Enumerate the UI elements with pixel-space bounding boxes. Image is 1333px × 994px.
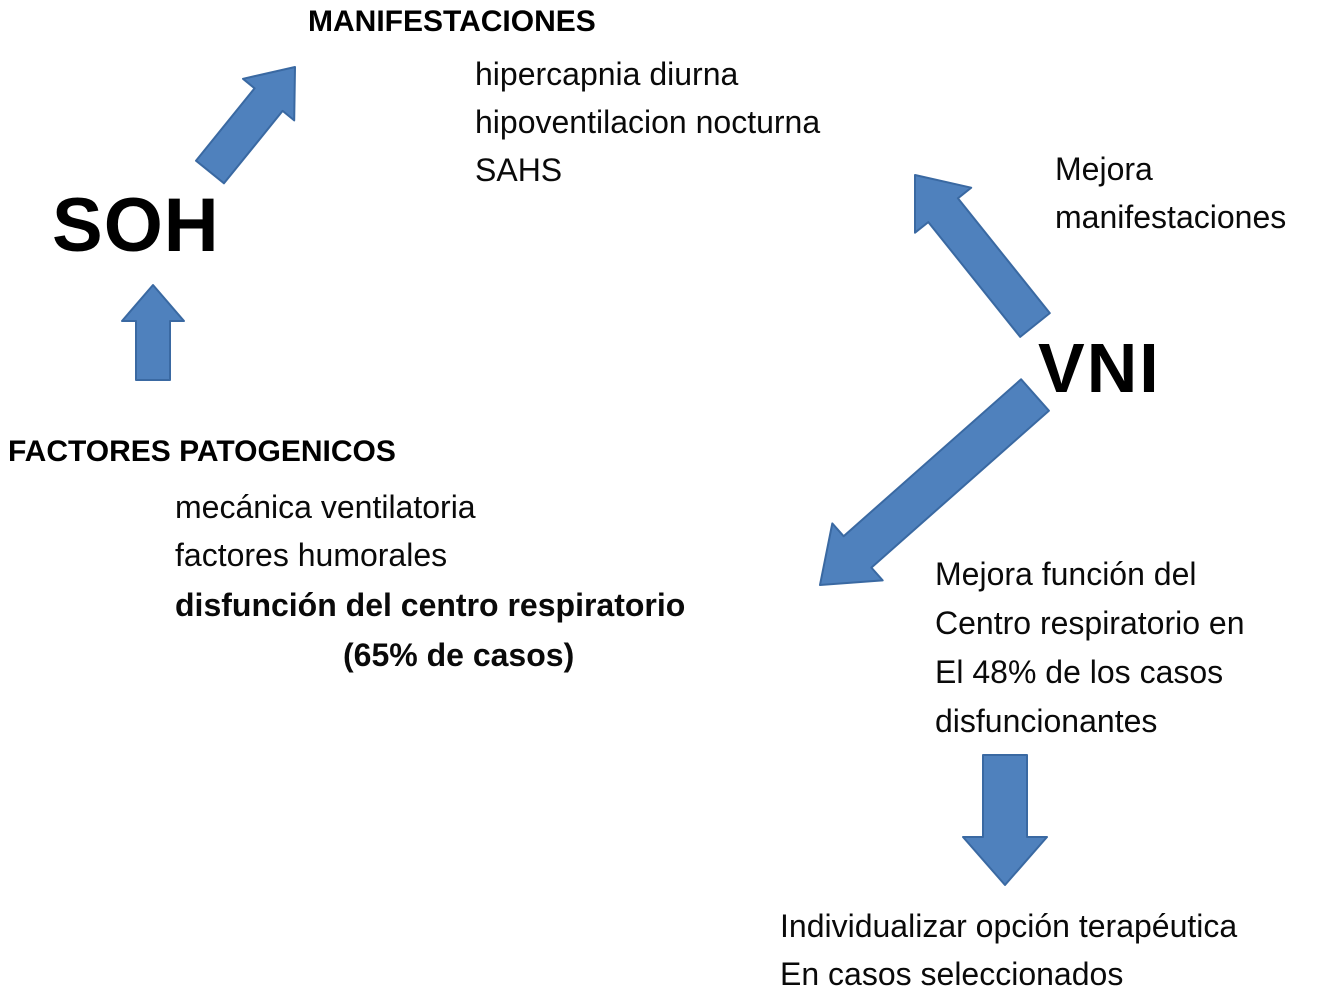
factores-item-disfuncion: disfunción del centro respiratorio [175,587,686,623]
factores-item-humorales: factores humorales [175,537,448,573]
individualizar-line: En casos seleccionados [780,956,1124,992]
manifestaciones-item: hipercapnia diurna [475,56,739,92]
mejora-funcion-line: disfuncionantes [935,703,1158,739]
manifestaciones-item: hipoventilacion nocturna [475,104,821,140]
individualizar-line: Individualizar opción terapéutica [780,908,1238,944]
manifestaciones-heading: MANIFESTACIONES [308,5,596,38]
manifestaciones-list: hipercapnia diurna hipoventilacion noctu… [475,50,820,194]
soh-label: SOH [52,183,220,268]
down-arrow-individualizar-icon [962,754,1048,886]
vni-label: VNI [1038,329,1161,407]
manifestaciones-item: SAHS [475,152,563,188]
vni-to-mejora-manifestaciones-arrow-icon [914,174,1051,338]
factores-patogenicos-heading: FACTORES PATOGENICOS [8,435,396,468]
mejora-funcion-line: Mejora función del [935,556,1197,592]
mejora-manifestaciones-text: Mejora manifestaciones [1055,145,1286,241]
factores-item-mecanica: mecánica ventilatoria [175,489,476,525]
individualizar-text: Individualizar opción terapéutica En cas… [780,902,1237,994]
mejora-manifestaciones-line: Mejora [1055,151,1153,187]
mejora-manifestaciones-line: manifestaciones [1055,199,1287,235]
vni-to-mejora-funcion-arrow-icon [819,378,1050,586]
soh-to-manifestaciones-arrow-icon [195,66,296,185]
mejora-funcion-line: Centro respiratorio en [935,605,1245,641]
mejora-funcion-line: El 48% de los casos [935,654,1224,690]
factores-to-soh-arrow-icon [121,284,185,381]
mejora-funcion-text: Mejora función del Centro respiratorio e… [935,550,1244,746]
factores-item-porcentaje: (65% de casos) [343,637,575,673]
